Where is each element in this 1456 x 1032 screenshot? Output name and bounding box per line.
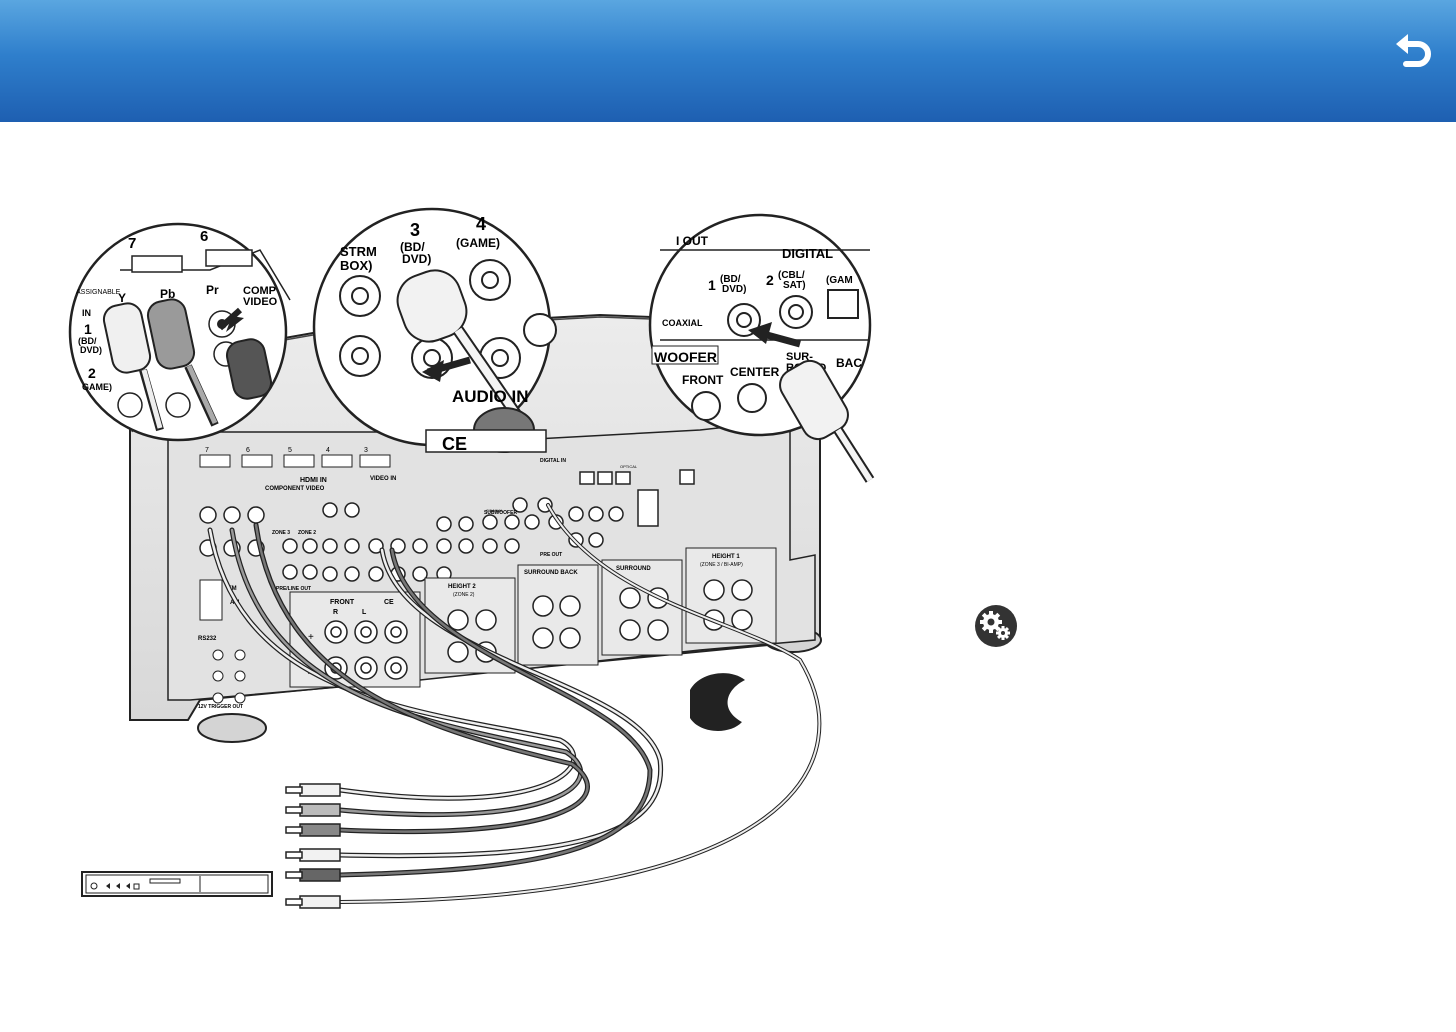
rca-plugs — [285, 783, 341, 909]
gear-icon — [975, 605, 1017, 647]
rs232-label: RS232 — [198, 636, 217, 642]
cable-break-symbol — [690, 673, 751, 731]
zoom1-pb: Pb — [160, 287, 175, 301]
digital-in-label: DIGITAL IN — [540, 458, 566, 464]
zoom1-port-7: 7 — [128, 235, 136, 252]
zoom3-in-1: 1 — [708, 277, 716, 293]
zoom2-num-3-sub2: DVD) — [402, 252, 431, 266]
hdmi-label-4: 4 — [326, 447, 330, 454]
zoom1-comp-b: VIDEO — [243, 296, 278, 308]
preline-out-label: PRE/LINE OUT — [276, 586, 311, 592]
zoom3-digital: DIGITAL — [782, 246, 833, 261]
zoom2-strm-a: STRM — [340, 244, 377, 259]
zoom1-hdmi-port-6 — [205, 249, 253, 267]
height1-sub-label: (ZONE 3 / BI-AMP) — [700, 562, 743, 568]
front-l-label: L — [362, 609, 367, 616]
zoom3-in-2-sub: (CBL/ — [778, 270, 805, 281]
zoom3-back: BAC — [836, 356, 862, 370]
trigger-jacks — [212, 649, 246, 704]
coaxial-label-small: COAXIAL — [486, 508, 504, 513]
zoom1-input-2-sub: GAME) — [82, 382, 112, 392]
digital-preout-area — [482, 469, 695, 554]
front-terminals — [324, 620, 408, 680]
zoom2-num-4: 4 — [476, 214, 486, 234]
bd-dvd-player — [81, 871, 273, 897]
zoom3-woofer: WOOFER — [654, 349, 717, 365]
rs232-port — [199, 579, 223, 621]
settings-gear-button[interactable] — [974, 604, 1018, 648]
zoom1-input-1-sub: (BD/ — [78, 336, 97, 346]
zone2-label: ZONE 2 — [298, 530, 316, 536]
zoom1-input-1: 1 — [84, 321, 92, 337]
zoom1-in: IN — [82, 308, 91, 318]
component-label: COMPONENT VIDEO — [265, 486, 325, 492]
hdmi-label-6: 6 — [246, 447, 250, 454]
return-arrow-icon — [1396, 34, 1431, 67]
header-bar — [0, 0, 1456, 122]
zoom3-in-1-sub: (BD/ — [720, 274, 741, 285]
front-terminal-label: FRONT — [330, 599, 355, 606]
connection-diagram: 7 6 5 4 3 HDMI IN COMPONENT VIDEO VIDEO … — [0, 122, 900, 982]
zoom1-input-2: 2 — [88, 365, 96, 381]
trigger-label: 12V TRIGGER OUT — [198, 704, 243, 710]
zoom3-coaxial: COAXIAL — [662, 318, 703, 328]
surround-back-terminal-block — [517, 564, 599, 666]
zoom3-hdmi-out: I OUT — [676, 234, 709, 248]
zoom2-num-3: 3 — [410, 220, 420, 240]
zoom1-hdmi-port-7 — [131, 255, 183, 273]
height1-label: HEIGHT 1 — [712, 554, 740, 560]
back-button[interactable] — [1388, 24, 1440, 72]
height2-sub-label: (ZONE 2) — [453, 592, 475, 598]
plus-label: + — [308, 632, 314, 643]
surround-label: SURROUND — [616, 566, 651, 572]
zoom2-audio-in: AUDIO IN — [452, 387, 529, 406]
diagram-svg: 7 6 5 4 3 HDMI IN COMPONENT VIDEO VIDEO … — [68, 207, 875, 909]
zoom3-front: FRONT — [682, 373, 724, 387]
zoom3-in-2-sub2: SAT) — [783, 280, 806, 291]
optical-label: OPTICAL — [620, 464, 638, 469]
zoom1-comp-a: COMP — [243, 285, 276, 297]
hdmi-label-5: 5 — [288, 447, 292, 454]
center-terminal-label: CE — [384, 599, 394, 606]
subwoofer-label: SUBWOOFER — [484, 510, 517, 516]
surround-back-label: SURROUND BACK — [524, 570, 578, 576]
zoom1-port-6: 6 — [200, 228, 208, 245]
hdmi-input-row: 7 6 5 4 3 HDMI IN — [199, 447, 391, 484]
video-in-label: VIDEO IN — [370, 476, 396, 482]
height2-label: HEIGHT 2 — [448, 584, 476, 590]
zoom3-surround-a: SUR- — [786, 351, 813, 363]
pre-out-label: PRE OUT — [540, 552, 562, 558]
zoom3-in-1-sub2: DVD) — [722, 284, 746, 295]
zoom2-ce: CE — [442, 434, 467, 454]
hdmi-label-7: 7 — [205, 447, 209, 454]
zoom3-gam: (GAM — [826, 275, 853, 286]
surround-back-terminals — [532, 595, 581, 649]
fm-label: FM — [228, 586, 237, 592]
zoom1-assignable: ASSIGNABLE — [76, 289, 121, 296]
zoom-audio-in: STRM BOX) 3 (BD/ DVD) 4 (GAME) AUDIO IN … — [312, 207, 557, 454]
zoom1-pr: Pr — [206, 283, 219, 297]
hdmi-in-label: HDMI IN — [300, 477, 327, 484]
zoom1-y: Y — [118, 291, 126, 305]
av-receiver: 7 6 5 4 3 HDMI IN COMPONENT VIDEO VIDEO … — [129, 313, 822, 743]
zone3-label: ZONE 3 — [272, 530, 290, 536]
hdmi-label-3: 3 — [364, 447, 368, 454]
zoom-digital-coaxial: I OUT DIGITAL 1 (BD/ DVD) 2 (CBL/ SAT) (… — [648, 213, 875, 483]
zoom-component-video: 7 6 ASSIGNABLE IN Y Pb Pr COMP VIDEO 1 (… — [68, 222, 291, 442]
zoom1-input-1-sub2: DVD) — [80, 345, 102, 355]
cables — [207, 503, 822, 904]
zoom2-num-3-sub: (BD/ — [400, 240, 425, 254]
surround-terminals — [619, 587, 669, 641]
front-r-label: R — [333, 609, 338, 616]
zoom2-strm-b: BOX) — [340, 258, 373, 273]
zoom2-num-4-sub: (GAME) — [456, 236, 500, 250]
zoom3-in-2: 2 — [766, 272, 774, 288]
zoom3-center: CENTER — [730, 365, 780, 379]
